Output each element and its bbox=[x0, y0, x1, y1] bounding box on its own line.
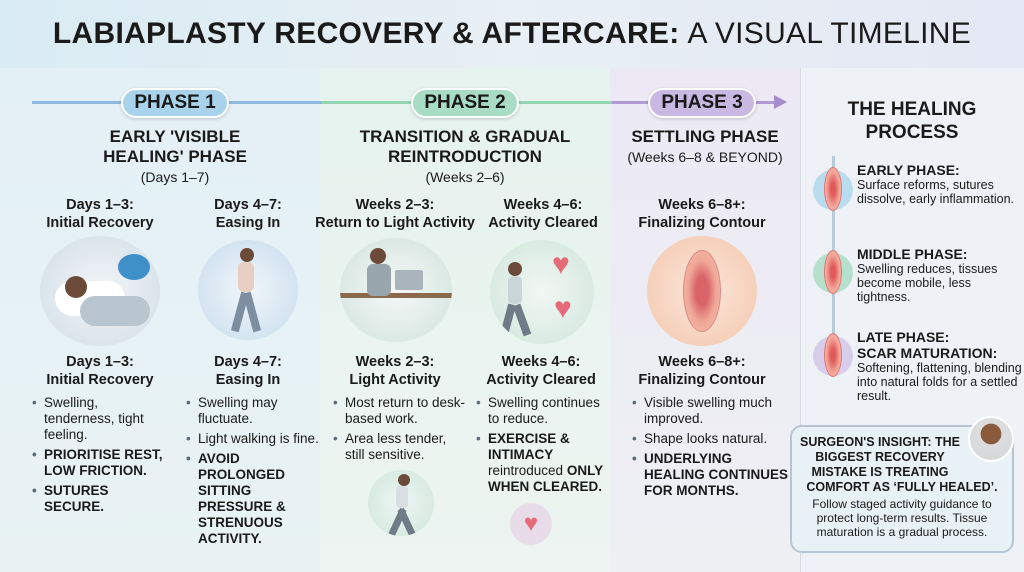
stage-header: Weeks 6–8+: Finalizing Contour bbox=[638, 196, 765, 232]
middle-phase-icon bbox=[813, 250, 853, 294]
heart-icon: ♥ bbox=[552, 248, 570, 281]
bullet-list: Swelling, tenderness, tight feeling. PRI… bbox=[32, 395, 172, 519]
phase2-title-text: TRANSITION & GRADUAL REINTRODUCTION bbox=[359, 127, 571, 166]
late-phase-subheading: SCAR MATURATION: bbox=[857, 345, 998, 361]
bullet-item: UNDERLYING HEALING CONTINUES FOR MONTHS. bbox=[632, 451, 792, 499]
middle-phase-heading: MIDDLE PHASE: bbox=[857, 246, 968, 262]
page-title: LABIAPLASTY RECOVERY & AFTERCARE:A VISUA… bbox=[0, 0, 1024, 68]
phase2-range: (Weeks 2–6) bbox=[425, 169, 505, 185]
bullet-item: AVOID PROLONGED SITTING PRESSURE & STREN… bbox=[186, 451, 326, 547]
phase1-pill: PHASE 1 bbox=[121, 88, 229, 118]
detail-label: Weeks 4–6: bbox=[501, 354, 581, 370]
phase3-title-text: SETTLING PHASE bbox=[631, 127, 779, 146]
detail-header: Weeks 4–6: Activity Cleared bbox=[486, 353, 596, 389]
detail-header: Days 1–3: Initial Recovery bbox=[46, 353, 153, 389]
detail-header: Days 4–7: Easing In bbox=[214, 353, 282, 389]
healing-title: THE HEALING PROCESS bbox=[847, 99, 977, 143]
phase1-title: EARLY 'VISIBLE HEALING' PHASE (Days 1–7) bbox=[85, 127, 265, 187]
bullet-item: Swelling may fluctuate. bbox=[186, 395, 326, 427]
bullet-item: Swelling continues to reduce. bbox=[476, 395, 611, 427]
surgeon-avatar bbox=[968, 416, 1014, 462]
late-phase-icon bbox=[813, 333, 853, 377]
detail-name: Easing In bbox=[215, 372, 281, 388]
early-phase-heading: EARLY PHASE: bbox=[857, 162, 960, 178]
bullet-item: Area less tender, still sensitive. bbox=[333, 431, 468, 463]
stage-header: Days 4–7: Easing In bbox=[214, 196, 282, 232]
detail-name: Finalizing Contour bbox=[638, 372, 766, 388]
phase3-pill: PHASE 3 bbox=[648, 88, 756, 118]
bullet-item: Shape looks natural. bbox=[632, 431, 792, 447]
insight-heading: SURGEON'S INSIGHT: THE BIGGEST RECOVERY … bbox=[800, 435, 998, 494]
stage-label: Weeks 6–8+: bbox=[658, 197, 746, 213]
phase2-pill: PHASE 2 bbox=[411, 88, 519, 118]
early-phase-icon bbox=[813, 167, 853, 211]
running-woman-illustration bbox=[368, 470, 434, 536]
insight-text: Follow staged activity guidance to prote… bbox=[812, 497, 992, 539]
stage-name: Activity Cleared bbox=[488, 215, 598, 231]
bullet-rest: reintroduced bbox=[488, 463, 564, 478]
bullet-item: PRIORITISE REST, LOW FRICTION. bbox=[32, 447, 172, 479]
timeline-arrow-icon bbox=[774, 95, 787, 109]
desk-work-illustration bbox=[340, 238, 452, 342]
stage-name: Easing In bbox=[215, 215, 281, 231]
bullet-list: Swelling may fluctuate. Light walking is… bbox=[186, 395, 326, 551]
detail-label: Days 1–3: bbox=[66, 354, 134, 370]
early-phase-text: EARLY PHASE:Surface reforms, sutures dis… bbox=[857, 162, 1022, 206]
stage-name: Return to Light Activity bbox=[315, 215, 475, 231]
walking-woman-illustration bbox=[198, 240, 298, 340]
middle-phase-text: MIDDLE PHASE:Swelling reduces, tissues b… bbox=[857, 246, 1022, 304]
detail-name: Initial Recovery bbox=[46, 372, 154, 388]
bullet-list: Visible swelling much improved. Shape lo… bbox=[632, 395, 792, 503]
stage-header: Days 1–3: Initial Recovery bbox=[46, 196, 153, 232]
phase3-range: (Weeks 6–8 & BEYOND) bbox=[627, 149, 783, 165]
bullet-item: Light walking is fine. bbox=[186, 431, 326, 447]
middle-phase-desc: Swelling reduces, tissues become mobile,… bbox=[857, 262, 998, 304]
bullet-bold: EXERCISE & INTIMACY bbox=[488, 431, 570, 462]
bullet-item: Most return to desk-based work. bbox=[333, 395, 468, 427]
bullet-list: Swelling continues to reduce. EXERCISE &… bbox=[476, 395, 611, 499]
stage-label: Weeks 4–6: bbox=[503, 197, 583, 213]
bullet-item: SUTURES SECURE. bbox=[32, 483, 172, 515]
hearts-icon: ♥ bbox=[510, 503, 552, 545]
anatomy-contour-illustration bbox=[647, 236, 757, 346]
stage-label: Days 1–3: bbox=[66, 197, 134, 213]
stage-name: Initial Recovery bbox=[46, 215, 154, 231]
late-phase-text: LATE PHASE:SCAR MATURATION:Softening, fl… bbox=[857, 329, 1022, 403]
title-light: A VISUAL TIMELINE bbox=[687, 17, 972, 50]
stage-name: Finalizing Contour bbox=[638, 215, 766, 231]
bullet-tail: ONLY WHEN CLEARED. bbox=[488, 463, 603, 494]
surgeon-insight-box: SURGEON'S INSIGHT: THE BIGGEST RECOVERY … bbox=[790, 425, 1014, 553]
bullet-item: Swelling, tenderness, tight feeling. bbox=[32, 395, 172, 443]
detail-header: Weeks 2–3: Light Activity bbox=[349, 353, 440, 389]
phase2-title: TRANSITION & GRADUAL REINTRODUCTION (Week… bbox=[345, 127, 585, 187]
bullet-list: Most return to desk-based work. Area les… bbox=[333, 395, 468, 467]
phase1-range: (Days 1–7) bbox=[140, 169, 210, 185]
late-phase-heading: LATE PHASE: bbox=[857, 329, 950, 345]
early-phase-desc: Surface reforms, sutures dissolve, early… bbox=[857, 178, 1015, 206]
detail-label: Weeks 2–3: bbox=[355, 354, 435, 370]
late-phase-desc: Softening, flattening, blending into nat… bbox=[857, 361, 1022, 403]
detail-label: Weeks 6–8+: bbox=[658, 354, 746, 370]
resting-woman-ice-pack-illustration bbox=[40, 236, 160, 346]
detail-label: Days 4–7: bbox=[214, 354, 282, 370]
phase1-title-text: EARLY 'VISIBLE HEALING' PHASE bbox=[103, 127, 247, 166]
heart-question-icon: ♥ bbox=[554, 292, 572, 325]
stage-header: Weeks 2–3: Return to Light Activity bbox=[315, 196, 475, 232]
stretching-woman-hearts-illustration: ♥ ♥ bbox=[490, 240, 594, 344]
detail-name: Activity Cleared bbox=[486, 372, 596, 388]
title-bold: LABIAPLASTY RECOVERY & AFTERCARE: bbox=[52, 17, 680, 50]
detail-name: Light Activity bbox=[349, 372, 441, 388]
phase3-title: SETTLING PHASE (Weeks 6–8 & BEYOND) bbox=[612, 127, 798, 167]
stage-header: Weeks 4–6: Activity Cleared bbox=[488, 196, 598, 232]
stage-label: Days 4–7: bbox=[214, 197, 282, 213]
stage-label: Weeks 2–3: bbox=[355, 197, 435, 213]
detail-header: Weeks 6–8+: Finalizing Contour bbox=[638, 353, 765, 389]
bullet-item: Visible swelling much improved. bbox=[632, 395, 792, 427]
bullet-item: EXERCISE & INTIMACY reintroduced ONLY WH… bbox=[476, 431, 611, 495]
